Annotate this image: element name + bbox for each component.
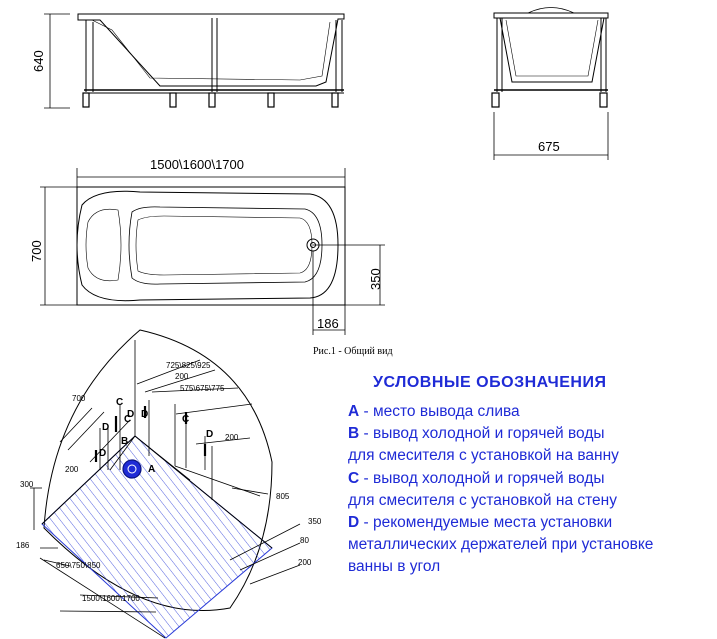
legend-item-a: A - место вывода слива	[348, 401, 713, 423]
end-view-legs	[491, 92, 608, 108]
corner-plan-label-d8: 805	[276, 492, 290, 501]
legend-key-b: B	[348, 425, 360, 443]
legend-text-b-1: вывод холодной и горячей воды	[372, 425, 605, 443]
end-view	[491, 7, 609, 160]
legend-sep-d: -	[359, 514, 373, 532]
corner-plan-marker-c-right: C	[182, 414, 189, 425]
legend-text-d-3: ванны в угол	[348, 558, 441, 576]
top-view	[40, 168, 385, 335]
legend-item-c: C - вывод холодной и горячей воды	[348, 468, 713, 490]
legend-text-b-2: для смесителя с установкой на ванну	[348, 447, 619, 465]
corner-plan-label-d11: 80	[300, 536, 309, 545]
corner-plan-marker-c-left: C	[116, 397, 123, 408]
legend-text-c-1: вывод холодной и горячей воды	[372, 469, 605, 487]
top-view-bowl-outer	[76, 190, 339, 302]
corner-plan-marker-a: A	[148, 464, 155, 475]
top-view-width-label: 700	[29, 240, 44, 262]
legend-sep-b: -	[359, 425, 373, 443]
corner-plan-label-d1: 725\825\925	[166, 361, 211, 370]
figure-caption: Рис.1 - Общий вид	[313, 346, 393, 357]
legend-key-c: C	[348, 469, 360, 487]
corner-plan-marker-c-upper: C	[124, 414, 131, 425]
legend-title: УСЛОВНЫЕ ОБОЗНАЧЕНИЯ	[373, 374, 607, 391]
side-view-height-label: 640	[31, 50, 46, 72]
side-view-tub-inner	[91, 19, 331, 81]
legend: УСЛОВНЫЕ ОБОЗНАЧЕНИЯ A - место вывода сл…	[348, 374, 713, 579]
corner-plan-marker-d-lower: D	[99, 448, 106, 459]
corner-plan-marker-b: B	[121, 436, 128, 447]
side-view	[44, 13, 345, 109]
legend-item-d: D - рекомендуемые места установки	[348, 512, 713, 534]
top-view-length-label: 1500\1600\1700	[150, 157, 244, 172]
legend-text-c-2: для смесителя с установкой на стену	[348, 491, 617, 509]
end-view-width-label: 675	[538, 139, 560, 154]
corner-plan-marker-d-right: D	[206, 429, 213, 440]
legend-text-d-1: рекомендуемые места установки	[372, 514, 613, 532]
legend-text-d-2: металлических держателей при установке	[348, 536, 654, 554]
legend-sep-c: -	[359, 469, 373, 487]
corner-plan-label-d6: 200	[65, 465, 79, 474]
legend-item-b: B - вывод холодной и горячей воды	[348, 423, 713, 445]
corner-plan-label-d12: 200	[298, 558, 312, 567]
corner-plan-marker-d-left: D	[102, 422, 109, 433]
corner-plan-label-d7: 300	[20, 480, 34, 489]
corner-plan-marker-d-mid: D	[141, 409, 148, 420]
legend-text-a-1: место вывода слива	[372, 403, 520, 420]
corner-plan-label-d2: 200	[175, 372, 189, 381]
corner-plan-label-d9: 350	[308, 517, 322, 526]
side-view-tub-outline	[77, 13, 345, 87]
corner-plan: 725\825\925 200 575\675\775 700 200 200 …	[16, 329, 322, 639]
corner-plan-label-d4: 700	[72, 394, 86, 403]
corner-plan-label-d3: 575\675\775	[180, 384, 225, 393]
corner-plan-label-d10: 186	[16, 541, 30, 550]
legend-key-d: D	[348, 514, 360, 532]
legend-key-a: A	[348, 403, 360, 420]
legend-sep-a: -	[359, 403, 373, 420]
corner-plan-label-d14: 1500\1600\1700	[82, 594, 140, 603]
top-view-drain-distance-label: 186	[317, 316, 339, 331]
end-view-rim	[493, 12, 609, 19]
end-view-tub-shell	[499, 17, 605, 83]
top-view-tub-outline	[76, 186, 346, 306]
corner-plan-label-d13: 650\750\850	[56, 561, 101, 570]
side-view-legs	[82, 92, 339, 108]
corner-plan-drain-marker	[122, 459, 142, 479]
top-view-bowl-inner	[128, 206, 323, 285]
top-view-drain-offset-label: 350	[368, 268, 383, 290]
corner-plan-label-d5: 200	[225, 433, 239, 442]
corner-plan-marker-d-upper: D	[127, 409, 134, 420]
